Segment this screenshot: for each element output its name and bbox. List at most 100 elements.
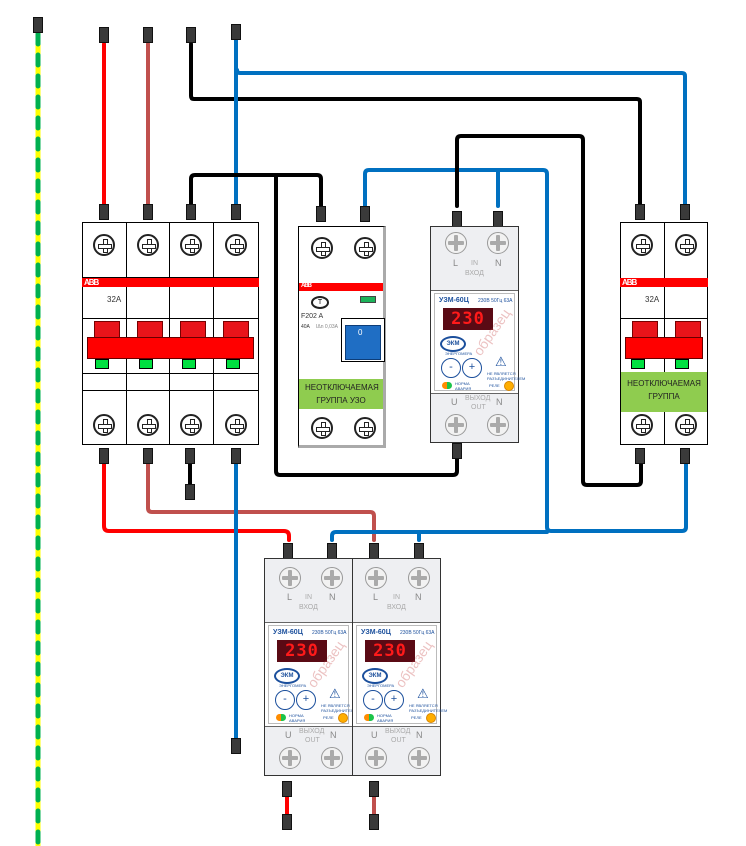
plus-button[interactable]: + — [462, 358, 482, 378]
rcd-leak-current: IΔn 0,03A — [316, 324, 338, 330]
relay-spec: 230В 50Гц 63А — [312, 630, 347, 636]
minus-button[interactable]: - — [363, 690, 383, 710]
right-breaker-2p[interactable]: ABB 32A НЕОТКЛЮЧАЕМАЯ ГРУППА — [620, 222, 708, 445]
status-led-1 — [95, 359, 109, 369]
brand-logo: ABB — [622, 278, 637, 287]
relay-model: УЗМ-60Ц — [361, 629, 391, 636]
terminal-n-out: N — [330, 730, 337, 740]
connector-relay-l-in — [452, 211, 462, 227]
toggle-state: 0 — [358, 328, 363, 337]
input-terminals: L IN ВХОД N — [353, 559, 440, 623]
connector-mb-1-out — [99, 448, 109, 464]
connector-relay-n-in — [493, 211, 503, 227]
connector-mb-3-in — [186, 204, 196, 220]
voltage-relay-lower-right[interactable]: L IN ВХОД N УЗМ-60Ц 230В 50Гц 63А 230 ЭК… — [352, 558, 448, 776]
plus-button[interactable]: + — [384, 690, 404, 710]
status-led-4 — [226, 359, 240, 369]
input-en: IN — [393, 594, 400, 601]
connector-mb-4-out — [231, 448, 241, 464]
warning-icon: ⚠ — [417, 686, 429, 701]
terminal-n-out: N — [496, 397, 503, 407]
rcd-toggle[interactable]: 0 — [341, 318, 385, 362]
voltage-display: 230 — [443, 308, 493, 330]
relay-led — [338, 713, 348, 723]
screw-icon — [311, 417, 333, 439]
warning-icon: ⚠ — [329, 686, 341, 701]
status-alarm: АВАРИЯ — [289, 718, 306, 723]
screw-icon — [445, 232, 467, 254]
rcd-rating: 40A — [301, 324, 310, 330]
terminal-n-out: N — [416, 730, 423, 740]
screw-icon — [408, 747, 430, 769]
minus-button[interactable]: - — [275, 690, 295, 710]
led-norm-alarm — [364, 714, 374, 721]
screw-icon — [225, 234, 247, 256]
toggle-lever[interactable] — [623, 321, 705, 359]
screw-icon — [225, 414, 247, 436]
connector-rb-l-in — [635, 204, 645, 220]
output-terminals: U ВЫХОД OUT N — [265, 726, 352, 775]
brand-band — [82, 278, 259, 287]
status-led-2 — [675, 359, 689, 369]
indicator-window — [360, 296, 376, 303]
screw-icon — [321, 567, 343, 589]
connector-lr2-out — [369, 781, 379, 797]
ekm-logo: ЭКМ — [274, 668, 300, 684]
ekm-logo: ЭКМ — [362, 668, 388, 684]
terminal-u: U — [285, 730, 292, 740]
connector-mb-2-in — [143, 204, 153, 220]
connector-rb-l-out — [635, 448, 645, 464]
connector-l1-top — [99, 27, 109, 43]
output-en: OUT — [391, 737, 406, 744]
connector-mb-2-out — [143, 448, 153, 464]
input-en: IN — [305, 594, 312, 601]
minus-button[interactable]: - — [441, 358, 461, 378]
relay-model: УЗМ-60Ц — [273, 629, 303, 636]
brand-logo: ABB — [84, 278, 99, 287]
screw-icon — [487, 232, 509, 254]
wire-l3-relay-in — [455, 134, 643, 487]
voltage-display: 230 — [365, 640, 415, 662]
toggle-lever[interactable] — [85, 321, 256, 359]
connector-mb-3-out — [185, 448, 195, 464]
status-alarm: АВАРИЯ — [455, 386, 472, 391]
rcd-device[interactable]: ABB T F202 A 40A IΔn 0,03A 0 НЕОТКЛЮЧАЕМ… — [298, 226, 386, 448]
output-en: OUT — [471, 404, 486, 411]
wire-n-top-branch — [235, 68, 687, 206]
screw-icon — [408, 567, 430, 589]
relay-led — [426, 713, 436, 723]
input-ru: ВХОД — [387, 604, 406, 611]
voltage-relay-lower-left[interactable]: L IN ВХОД N УЗМ-60Ц 230В 50Гц 63А 230 ЭК… — [264, 558, 360, 776]
warning-text: НЕ ЯВЛЯЕТСЯ РАЗЪЕДИНИТЕЛЕМ — [409, 703, 448, 713]
connector-lr2-end — [369, 814, 379, 830]
led-norm-alarm — [276, 714, 286, 721]
screw-icon — [354, 417, 376, 439]
connector-mb-3-end — [185, 484, 195, 500]
output-terminals: U ВЫХОД OUT N — [353, 726, 440, 775]
status-led-3 — [182, 359, 196, 369]
sub-brand: ЭНЕРГОМЕРА — [445, 351, 473, 356]
voltage-relay-upper[interactable]: L IN ВХОД N УЗМ-60Ц 230В 50Гц 63А 230 ЭК… — [430, 226, 525, 443]
status-norm: НОРМА — [289, 713, 304, 718]
terminal-n: N — [415, 592, 422, 602]
wire-l2-out — [146, 460, 376, 542]
terminal-u: U — [371, 730, 378, 740]
input-terminals: L IN ВХОД N — [265, 559, 352, 623]
rating-label: 32A — [107, 295, 122, 304]
relay-led — [504, 381, 514, 391]
plus-button[interactable]: + — [296, 690, 316, 710]
voltage-display: 230 — [277, 640, 327, 662]
connector-lr1-n-in — [327, 543, 337, 559]
led-norm-alarm — [442, 382, 452, 389]
main-breaker-4p[interactable]: ABB 32A — [82, 222, 259, 445]
relay-face: УЗМ-60Ц 230В 50Гц 63А 230 ЭКМ ЭНЕРГОМЕРА… — [356, 625, 448, 724]
output-ru: ВЫХОД — [299, 728, 325, 735]
warning-text: НЕ ЯВЛЯЕТСЯ РАЗЪЕДИНИТЕЛЕМ — [321, 703, 360, 713]
terminal-l: L — [453, 258, 459, 268]
ekm-logo: ЭКМ — [440, 336, 466, 352]
status-led-2 — [139, 359, 153, 369]
status-alarm: АВАРИЯ — [377, 718, 394, 723]
brand-band — [299, 283, 383, 291]
screw-icon — [137, 414, 159, 436]
